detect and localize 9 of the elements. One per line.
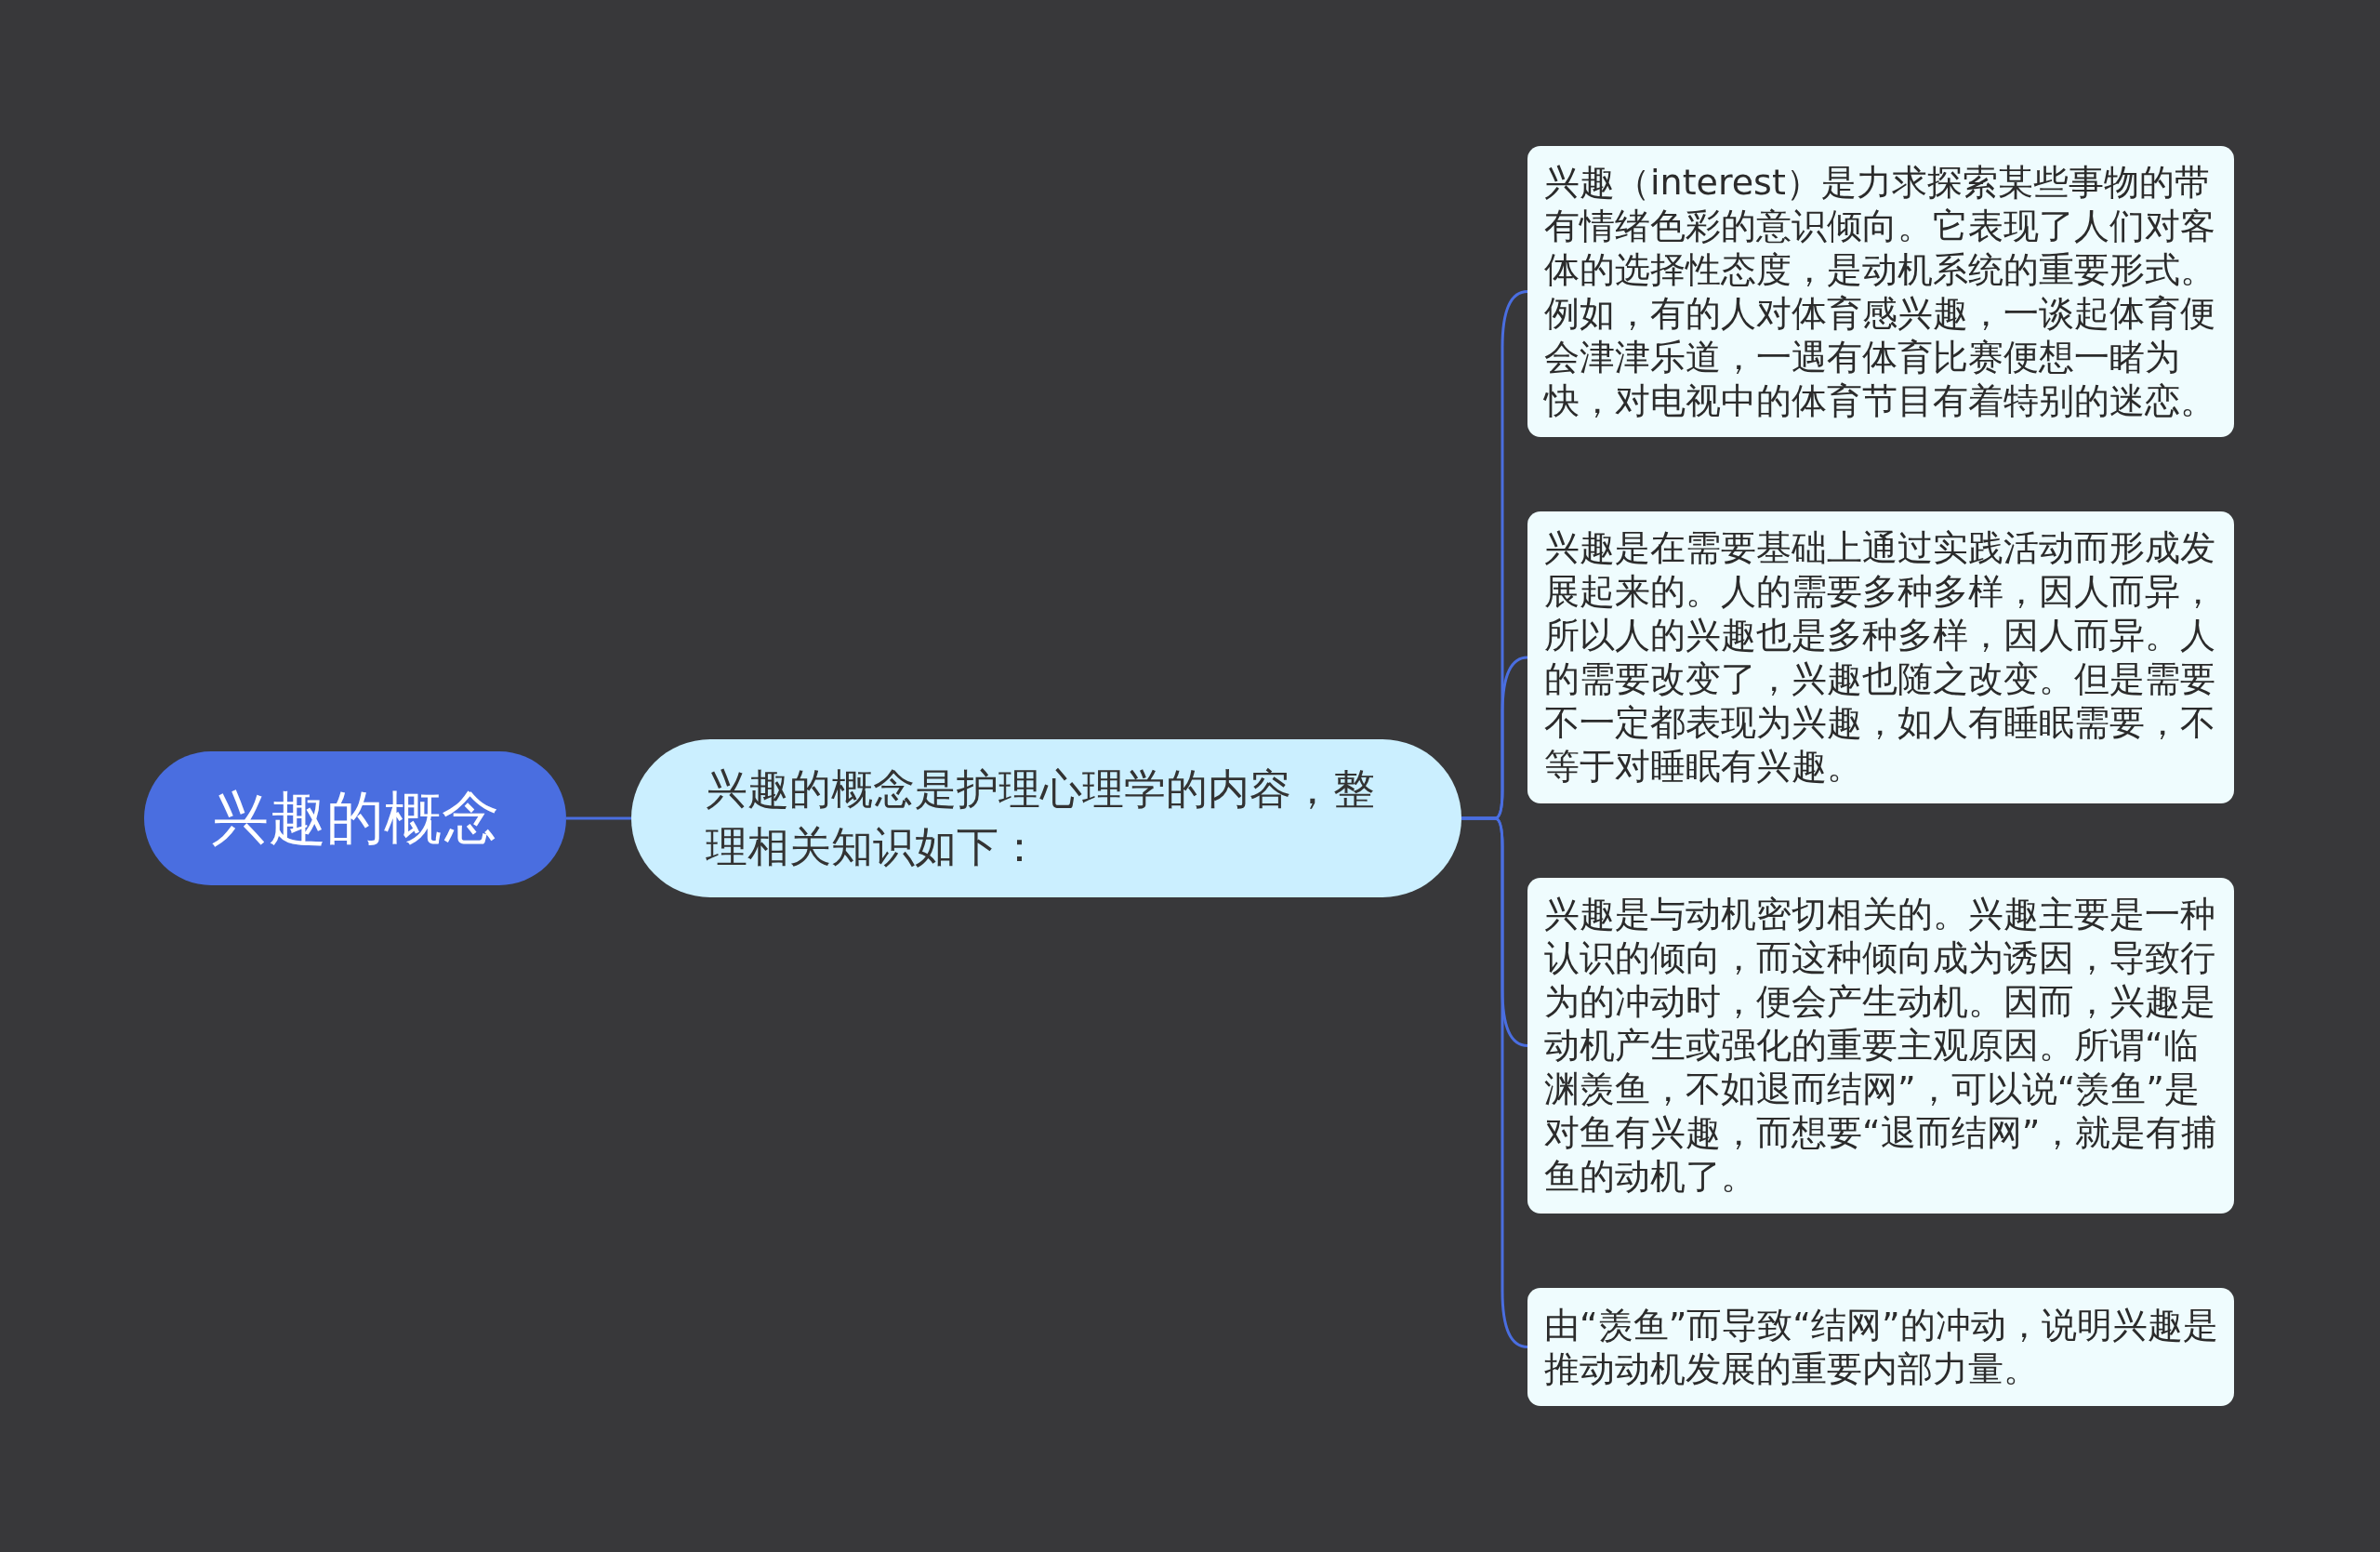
node-text: 兴趣是在需要基础上通过实践活动而形成发展起来的。人的需要多种多样，因人而异，所以人的兴趣也是多种多样，因人而异。人的需要改变了，兴趣也随之改变。但是需要不一定都表现为兴趣，如人有睡眠需要，不等于对睡眠有兴趣。 bbox=[1544, 526, 2216, 789]
connector bbox=[1461, 816, 1528, 1348]
node-text: 兴趣是与动机密切相关的。兴趣主要是一种认识的倾向，而这种倾向成为诱因，导致行为的冲动时，便会产生动机。因而，兴趣是动机产生或强化的重要主观原因。所谓“临渊羡鱼，不如退而结网”，可以说“羡鱼”是对鱼有兴趣，而想要“退而结网”，就是有捕鱼的动机了。 bbox=[1544, 893, 2218, 1199]
node-text: 由“羡鱼”而导致“结网”的冲动，说明兴趣是推动动机发展的重要内部力量。 bbox=[1544, 1303, 2219, 1391]
note-card bbox=[1527, 1288, 2234, 1406]
node-text: 兴趣的概念是护理心理学的内容，整理相关知识如下： bbox=[706, 763, 1376, 873]
connector bbox=[566, 816, 631, 820]
node-text: 兴趣（interest）是力求探索某些事物的带有情绪色彩的意识倾向。它表现了人们对客体的选择性态度，是动机系统的重要形式。例如，有的人对体育感兴趣，一谈起体育便会津津乐道，一遇有体育比赛便想一睹为快，对电视中的体育节目有着特别的迷恋。 bbox=[1544, 160, 2216, 423]
node-text: 兴趣的概念 bbox=[211, 784, 499, 853]
